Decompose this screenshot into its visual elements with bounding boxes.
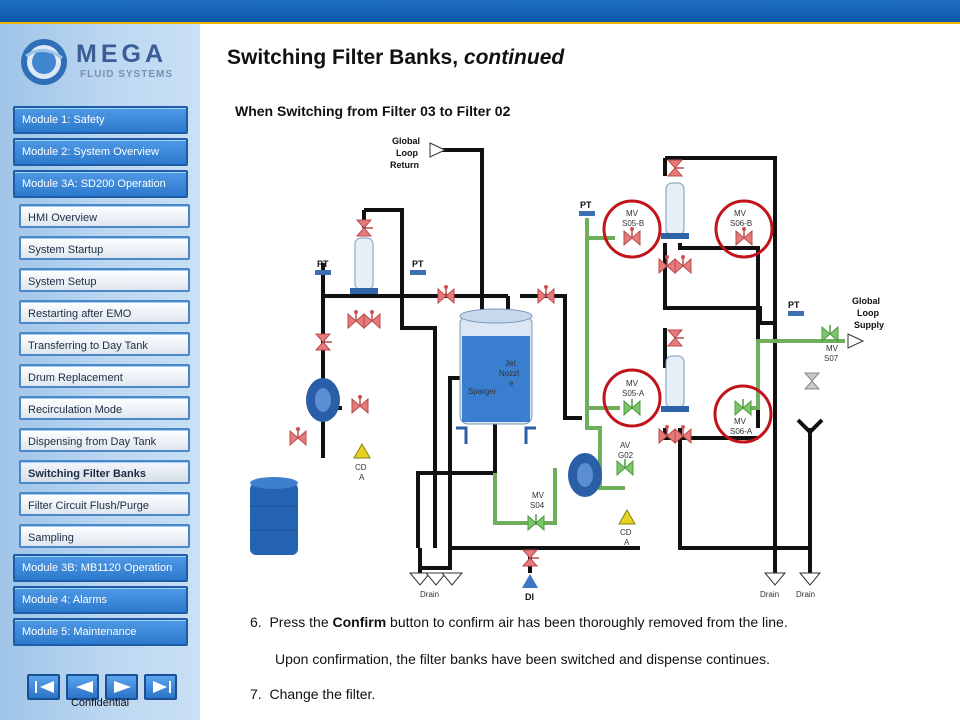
logo-wordmark: MEGA bbox=[76, 40, 167, 68]
last-page-button[interactable] bbox=[144, 674, 177, 700]
svg-text:PT: PT bbox=[788, 300, 800, 310]
svg-text:Loop: Loop bbox=[396, 148, 418, 158]
sparger-label: Sparger bbox=[468, 387, 497, 396]
nav-drum-replacement[interactable]: Drum Replacement bbox=[19, 364, 190, 388]
nav-module-3b[interactable]: Module 3B: MB1120 Operation bbox=[13, 554, 188, 582]
previous-page-button[interactable] bbox=[66, 674, 99, 700]
jet-nozzle-label: Jet bbox=[505, 359, 516, 368]
di-water-inlet: DI bbox=[522, 574, 538, 602]
drum-pump bbox=[306, 378, 340, 422]
nav-hmi-overview[interactable]: HMI Overview bbox=[19, 204, 190, 228]
nav-module-5[interactable]: Module 5: Maintenance bbox=[13, 618, 188, 646]
drain-funnel bbox=[796, 418, 824, 435]
nav-recirculation-mode[interactable]: Recirculation Mode bbox=[19, 396, 190, 420]
svg-text:Global: Global bbox=[852, 296, 880, 306]
nav-switching-filter-banks[interactable]: Switching Filter Banks bbox=[19, 460, 190, 484]
nav-system-startup[interactable]: System Startup bbox=[19, 236, 190, 260]
svg-text:Loop: Loop bbox=[857, 308, 879, 318]
mv-s05a-label: MV bbox=[626, 379, 639, 388]
logo-subtitle: FLUID SYSTEMS bbox=[80, 69, 174, 80]
next-page-button[interactable] bbox=[105, 674, 138, 700]
previous-arrow-icon bbox=[76, 681, 93, 693]
dispense-pump bbox=[568, 453, 602, 497]
cda-supply-right: CD A bbox=[618, 508, 636, 547]
chemical-drum bbox=[250, 477, 298, 555]
highlighted-valves: MV S05-B MV S06-B MV S05-A MV S06-A bbox=[602, 199, 774, 444]
av-g02-label: AV bbox=[620, 441, 631, 450]
svg-text:G02: G02 bbox=[618, 451, 634, 460]
svg-text:PT: PT bbox=[412, 259, 424, 269]
svg-text:DI: DI bbox=[525, 592, 534, 602]
svg-text:S07: S07 bbox=[824, 354, 839, 363]
svg-text:S06-A: S06-A bbox=[730, 427, 753, 436]
filter-02-upper bbox=[660, 182, 690, 240]
svg-text:Drain: Drain bbox=[420, 590, 439, 599]
confidential-label: Confidential bbox=[70, 697, 130, 709]
svg-text:Nozzl: Nozzl bbox=[499, 369, 519, 378]
active-flow-piping bbox=[493, 218, 845, 525]
mv-s06b-label: MV bbox=[734, 209, 747, 218]
section-subtitle: When Switching from Filter 03 to Filter … bbox=[235, 103, 511, 119]
global-loop-return: Global Loop Return bbox=[390, 136, 447, 170]
sidebar: MEGA FLUID SYSTEMS Module 1: Safety Modu… bbox=[0, 24, 200, 720]
svg-text:e: e bbox=[509, 379, 514, 388]
svg-text:PT: PT bbox=[317, 259, 329, 269]
mega-logo: MEGA FLUID SYSTEMS bbox=[18, 36, 183, 88]
svg-text:CD: CD bbox=[620, 528, 632, 537]
svg-text:S06-B: S06-B bbox=[730, 219, 752, 228]
svg-text:Drain: Drain bbox=[796, 590, 815, 599]
nav-dispensing-day-tank[interactable]: Dispensing from Day Tank bbox=[19, 428, 190, 452]
nav-module-2[interactable]: Module 2: System Overview bbox=[13, 138, 188, 166]
mv-s04-label: MV bbox=[532, 491, 545, 500]
page-title: Switching Filter Banks, continued bbox=[227, 46, 565, 69]
svg-text:Supply: Supply bbox=[854, 320, 884, 330]
cda-supply-left: CD A bbox=[353, 442, 371, 482]
drain-outlets: Drain Drain Drain bbox=[408, 572, 822, 599]
navigation-arrows bbox=[27, 674, 177, 700]
svg-text:S05-B: S05-B bbox=[622, 219, 644, 228]
step-7: 7. Change the filter. bbox=[250, 686, 376, 702]
nav-transferring-day-tank[interactable]: Transferring to Day Tank bbox=[19, 332, 190, 356]
nav-filter-flush-purge[interactable]: Filter Circuit Flush/Purge bbox=[19, 492, 190, 516]
svg-text:A: A bbox=[359, 473, 365, 482]
nav-sampling[interactable]: Sampling bbox=[19, 524, 190, 548]
svg-text:A: A bbox=[624, 538, 630, 547]
svg-text:S04: S04 bbox=[530, 501, 545, 510]
logo-globe-icon bbox=[21, 39, 67, 85]
first-page-icon bbox=[35, 681, 54, 693]
top-banner bbox=[0, 0, 960, 24]
day-tank: Jet Nozzl e Sparger bbox=[456, 308, 536, 444]
first-page-button[interactable] bbox=[27, 674, 60, 700]
nav-system-setup[interactable]: System Setup bbox=[19, 268, 190, 292]
sample-valve bbox=[803, 372, 821, 390]
mv-s06a-label: MV bbox=[734, 417, 747, 426]
nav-restarting-after-emo[interactable]: Restarting after EMO bbox=[19, 300, 190, 324]
nav-module-1[interactable]: Module 1: Safety bbox=[13, 106, 188, 134]
filter-03-left bbox=[349, 237, 379, 295]
pressure-transmitter: PT PT PT PT bbox=[315, 200, 804, 316]
nav-module-4[interactable]: Module 4: Alarms bbox=[13, 586, 188, 614]
svg-text:CD: CD bbox=[355, 463, 367, 472]
process-flow-diagram: Jet Nozzl e Sparger PT PT PT PT MV S bbox=[250, 136, 884, 602]
svg-text:Global: Global bbox=[392, 136, 420, 146]
mv-s07-label: MV bbox=[826, 344, 839, 353]
step-6: 6. Press the Confirm button to confirm a… bbox=[250, 614, 788, 630]
svg-text:S05-A: S05-A bbox=[622, 389, 645, 398]
svg-text:Drain: Drain bbox=[760, 590, 779, 599]
nav-module-3a[interactable]: Module 3A: SD200 Operation bbox=[13, 170, 188, 198]
mv-s05b-label: MV bbox=[626, 209, 639, 218]
global-loop-supply: Global Loop Supply bbox=[847, 296, 884, 349]
last-page-icon bbox=[153, 681, 171, 693]
svg-text:PT: PT bbox=[580, 200, 592, 210]
next-arrow-icon bbox=[114, 681, 131, 693]
svg-text:Return: Return bbox=[390, 160, 419, 170]
step-6-continuation: Upon confirmation, the filter banks have… bbox=[275, 651, 770, 667]
